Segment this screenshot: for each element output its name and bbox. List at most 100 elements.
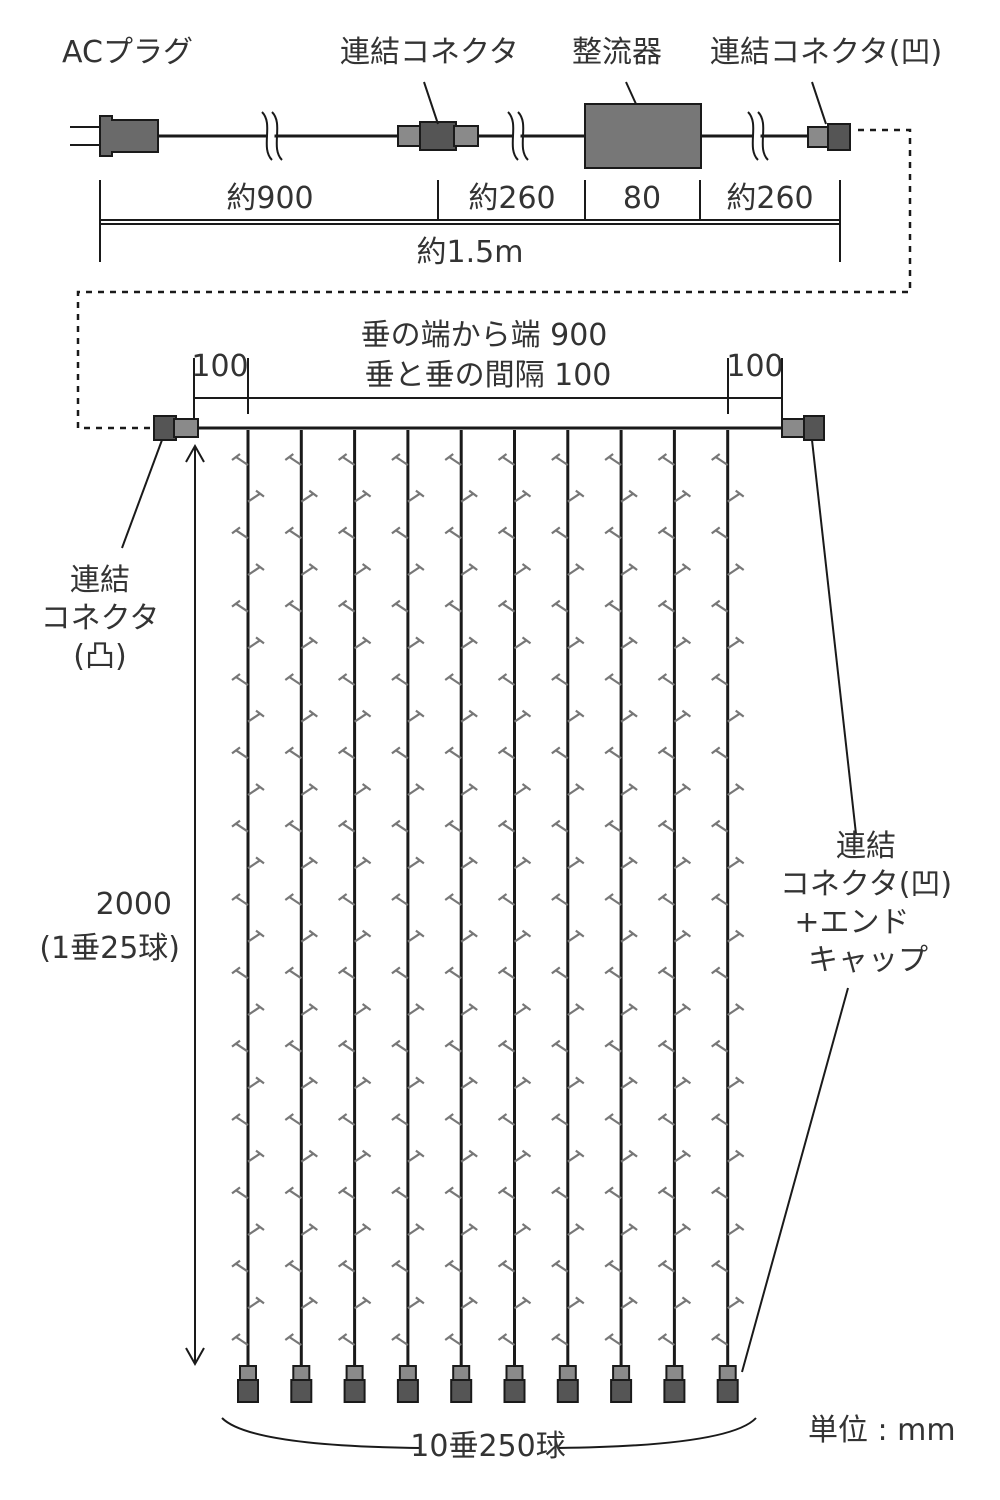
- bulb: [407, 783, 425, 796]
- bulb: [353, 636, 372, 650]
- bulb: [567, 636, 585, 650]
- bulb: [727, 856, 745, 870]
- bulb: [231, 1186, 249, 1200]
- bulb: [247, 709, 265, 723]
- strands-bracket: [221, 1417, 757, 1449]
- bulb: [444, 746, 462, 760]
- bulb: [657, 746, 676, 760]
- bulb: [497, 673, 516, 686]
- bulb: [604, 599, 622, 613]
- bulb: [604, 966, 622, 980]
- bulb: [444, 526, 462, 540]
- bulb: [497, 1333, 516, 1346]
- bulb: [300, 1003, 318, 1016]
- bulb: [284, 1039, 302, 1053]
- bulb: [620, 783, 638, 796]
- dim-height-note: (1垂25球): [39, 931, 180, 966]
- bulb: [551, 599, 569, 613]
- bulb: [337, 893, 356, 906]
- cable-break-mark-3: [747, 109, 769, 163]
- bulb: [460, 856, 478, 870]
- bulb: [353, 929, 372, 943]
- bulb: [604, 1039, 622, 1053]
- light-strands: [231, 430, 745, 1403]
- label-rectifier: 整流器: [572, 35, 662, 70]
- bulb: [460, 1296, 478, 1310]
- bulb: [231, 526, 249, 540]
- bulb: [657, 453, 676, 466]
- bulb: [337, 1113, 356, 1126]
- ac-plug-body: [99, 115, 159, 157]
- label-connector-male-left-1: 連結: [70, 563, 130, 598]
- dim-total: 約1.5m: [417, 235, 524, 270]
- bulb: [391, 1259, 409, 1273]
- bulb: [727, 563, 745, 576]
- bulb: [231, 453, 249, 466]
- bulb: [711, 966, 729, 980]
- height-arrow-head-bottom: [185, 1347, 205, 1367]
- bulb: [407, 929, 425, 943]
- bulb: [337, 966, 356, 980]
- bulb: [673, 1003, 692, 1016]
- bulb: [513, 563, 532, 576]
- bulb: [727, 489, 745, 503]
- bulb: [567, 1296, 585, 1310]
- bulb: [711, 1333, 729, 1346]
- bulb: [300, 636, 318, 650]
- bulb: [513, 1296, 532, 1310]
- end-cap: [237, 1379, 259, 1403]
- end-cap-top: [558, 1365, 577, 1381]
- leader-connector-female-top: [811, 81, 827, 125]
- bulb: [337, 1186, 356, 1200]
- bulb: [513, 856, 532, 870]
- bulb: [407, 1076, 425, 1090]
- label-connector-female-right-2: コネクタ(凹): [780, 867, 952, 902]
- end-cap-top: [239, 1365, 257, 1381]
- bulb: [551, 1039, 569, 1053]
- bulb: [567, 1003, 585, 1016]
- bulb: [391, 966, 409, 980]
- bulb: [407, 709, 425, 723]
- bulb: [604, 746, 622, 760]
- bulb: [551, 526, 569, 540]
- bulb: [513, 929, 532, 943]
- bulb: [657, 599, 676, 613]
- dim-seg-260-b: 約260: [726, 181, 813, 216]
- bulb: [460, 563, 478, 576]
- bulb: [604, 1113, 622, 1126]
- bulb: [231, 1113, 249, 1126]
- bulb: [727, 783, 745, 796]
- bulb: [551, 673, 569, 686]
- bulb: [353, 783, 372, 796]
- connector-male-left-light: [173, 418, 199, 438]
- bulb: [727, 1149, 745, 1163]
- leader-connector-top: [423, 81, 439, 125]
- bulb: [231, 893, 249, 906]
- dim-height-value: 2000: [96, 887, 172, 922]
- bulb: [673, 1076, 692, 1090]
- bulb: [284, 819, 302, 833]
- bulb: [551, 1259, 569, 1273]
- dim-seg-900: 約900: [226, 181, 313, 216]
- dim-seg-80: 80: [623, 181, 661, 216]
- bulb: [460, 709, 478, 723]
- bulb: [407, 1223, 425, 1236]
- end-cap-top: [665, 1365, 684, 1381]
- bulb: [673, 1149, 692, 1163]
- bulb: [711, 1186, 729, 1200]
- bulb: [711, 1259, 729, 1273]
- bulb: [673, 1223, 692, 1236]
- bulb: [711, 893, 729, 906]
- dim-seg-260-a: 約260: [468, 181, 555, 216]
- end-cap-top: [612, 1365, 631, 1381]
- bulb: [391, 819, 409, 833]
- bulb: [711, 526, 729, 540]
- bulb: [337, 599, 356, 613]
- bulb: [657, 1333, 676, 1346]
- bulb: [551, 746, 569, 760]
- bulb: [407, 1149, 425, 1163]
- bulb: [727, 1076, 745, 1090]
- bulb: [231, 1259, 249, 1273]
- bulb: [604, 819, 622, 833]
- bulb: [711, 819, 729, 833]
